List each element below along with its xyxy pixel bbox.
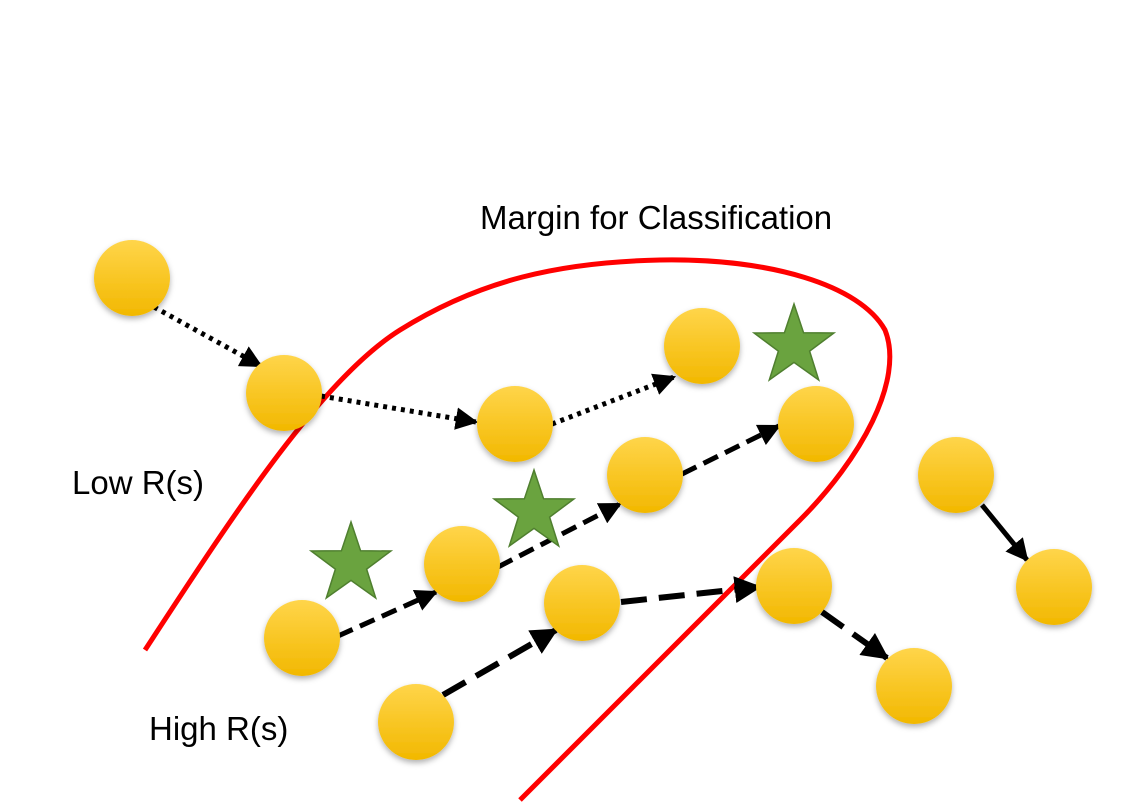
- solid-path: [980, 503, 1029, 562]
- margin-curve: [142, 257, 893, 802]
- high-rs-label: High R(s): [149, 710, 288, 747]
- node: [424, 526, 500, 602]
- node: [778, 386, 854, 462]
- nodes: [94, 240, 1092, 760]
- diagram-title: Margin for Classification: [480, 199, 832, 236]
- node: [607, 437, 683, 513]
- dotted-path: [152, 304, 677, 430]
- dotted-arrow: [551, 373, 677, 427]
- node: [756, 548, 832, 624]
- node: [378, 684, 454, 760]
- low-rs-label: Low R(s): [72, 464, 204, 501]
- dotted-arrow: [152, 304, 263, 369]
- dashed-arrow: [336, 589, 439, 639]
- dashed-arrow: [680, 423, 782, 477]
- dashed-arrow: [820, 609, 890, 661]
- node: [94, 240, 170, 316]
- node: [1016, 549, 1092, 625]
- star-icon: [751, 301, 837, 382]
- node: [544, 565, 620, 641]
- dashed-arrow: [620, 576, 762, 605]
- node: [246, 355, 322, 431]
- node: [876, 648, 952, 724]
- dotted-arrow: [320, 393, 479, 430]
- star-icon: [491, 467, 577, 548]
- stars: [308, 301, 837, 600]
- dashed-arrow: [441, 627, 559, 698]
- dashed-path-b: [441, 576, 890, 698]
- star-icon: [308, 519, 394, 600]
- node: [918, 437, 994, 513]
- node: [477, 386, 553, 462]
- solid-arrow: [980, 503, 1029, 562]
- node: [264, 600, 340, 676]
- dashed-path-a: [336, 423, 782, 639]
- node: [664, 308, 740, 384]
